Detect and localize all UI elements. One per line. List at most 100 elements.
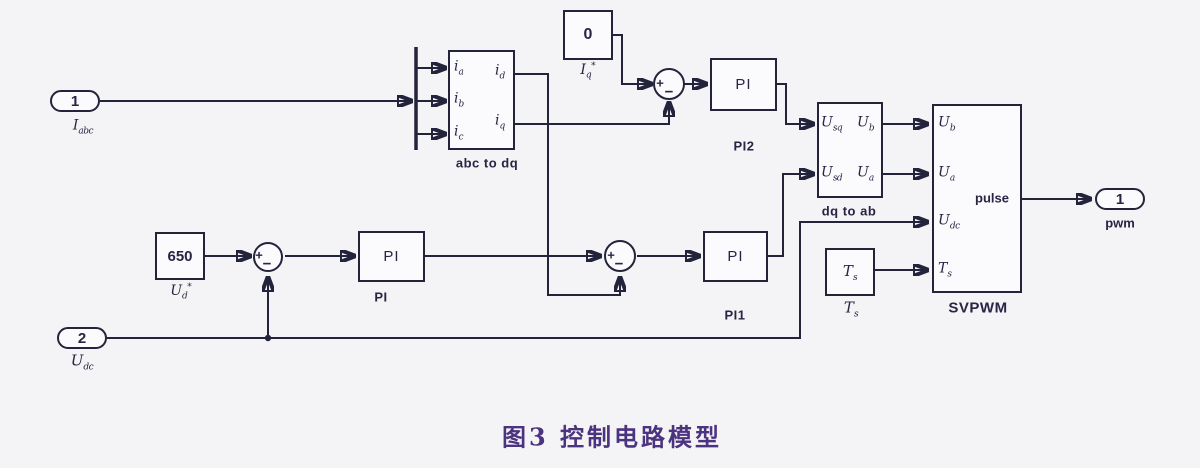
- label-base: T: [938, 260, 948, 277]
- wire-udc-to-svpwm[interactable]: [107, 222, 928, 339]
- abc-to-dq-label: abc to dq: [455, 155, 519, 171]
- label-sub: q: [585, 70, 592, 81]
- label-sub: b: [458, 99, 464, 110]
- sum3-minus-sign: −: [614, 255, 624, 273]
- abc-to-dq-block[interactable]: [448, 50, 515, 150]
- label-sub: a: [868, 173, 874, 184]
- inport-iabc[interactable]: 1: [50, 90, 100, 112]
- label-sub: sq: [832, 123, 843, 134]
- svpwm-in-ub: Ub: [938, 114, 956, 134]
- constant-ud-ref-value: 650: [167, 247, 193, 265]
- pi-text: PI: [383, 248, 400, 265]
- label-sup: *: [187, 282, 192, 293]
- wire-pi1-to-usd[interactable]: [768, 174, 814, 257]
- pi1-label: PI1: [724, 307, 746, 323]
- label-base: I: [72, 117, 79, 134]
- constant-ts-block[interactable]: Ts: [825, 248, 875, 296]
- label-sub: q: [499, 121, 505, 132]
- label-sub: a: [949, 173, 955, 184]
- label-base: U: [170, 282, 183, 299]
- sum-junction-id[interactable]: [604, 240, 636, 272]
- sum-junction-iq[interactable]: [653, 68, 685, 100]
- label-base: U: [70, 351, 84, 370]
- constant-iq-ref-block[interactable]: 0: [563, 10, 613, 60]
- label-base: i: [495, 62, 500, 79]
- wire-pi2-to-usq[interactable]: [777, 83, 814, 124]
- dq-to-ab-block[interactable]: [817, 102, 883, 198]
- svpwm-label: SVPWM: [948, 299, 1008, 317]
- abc2dq-in-ia: ia: [454, 58, 464, 78]
- constant-ts-label: Ts: [844, 299, 859, 320]
- label-base: i: [495, 112, 500, 129]
- svpwm-in-ts: Ts: [938, 260, 952, 280]
- wire-junction-dot: [264, 334, 272, 342]
- inport-udc-number: 2: [77, 329, 87, 347]
- sum1-minus-sign: −: [664, 83, 674, 101]
- figure-caption: 图3 控制电路模型: [501, 422, 723, 452]
- svpwm-out-pulse: pulse: [975, 190, 1009, 206]
- pi2-text: PI: [735, 76, 752, 93]
- pi2-block[interactable]: PI: [710, 58, 777, 111]
- abc2dq-in-ib: ib: [454, 91, 464, 110]
- label-base: i: [454, 58, 459, 75]
- label-sup: *: [591, 61, 596, 72]
- label-sub: sd: [832, 173, 843, 184]
- svpwm-in-udc: Udc: [938, 213, 960, 232]
- wire-iqref-to-sum1[interactable]: [613, 34, 652, 84]
- label-sub: s: [947, 269, 952, 280]
- label-sub: d: [182, 291, 188, 302]
- outport-pwm-number: 1: [1115, 190, 1125, 208]
- constant-ud-ref-label: Ud*: [170, 282, 192, 301]
- dq2ab-in-usq: Usq: [821, 114, 843, 134]
- dq-to-ab-label: dq to ab: [821, 203, 877, 219]
- pi-block[interactable]: PI: [358, 231, 425, 282]
- constant-iq-ref-value: 0: [583, 26, 593, 43]
- pi-label: PI: [374, 289, 388, 305]
- sum2-plus-sign: +: [255, 247, 263, 263]
- label-sub: abc: [78, 126, 94, 137]
- dq2ab-in-usd: Usd: [821, 165, 843, 184]
- label-sub: a: [458, 67, 464, 78]
- label-base: U: [938, 164, 950, 181]
- dq2ab-out-ua: Ua: [857, 165, 874, 184]
- constant-ud-ref-block[interactable]: 650: [155, 232, 205, 280]
- wire-id-feedback[interactable]: [515, 73, 620, 296]
- dq2ab-out-ub: Ub: [857, 114, 875, 134]
- sum-junction-udc[interactable]: [253, 242, 283, 272]
- pi2-label: PI2: [733, 138, 755, 154]
- label-base: U: [938, 114, 950, 131]
- label-base: U: [857, 114, 869, 131]
- abc2dq-in-ic: ic: [454, 124, 463, 143]
- svpwm-in-ua: Ua: [938, 165, 955, 184]
- label-sub: dc: [949, 221, 960, 232]
- label-base: T: [842, 261, 853, 280]
- constant-iq-ref-label: Iq*: [580, 61, 595, 80]
- label-sub: s: [853, 309, 859, 320]
- label-sub: dc: [83, 362, 94, 373]
- abc2dq-out-id: id: [495, 63, 505, 82]
- label-base: i: [454, 123, 459, 140]
- inport-udc-label: Udc: [70, 351, 94, 373]
- label-sub: c: [458, 132, 464, 143]
- pi1-text: PI: [727, 248, 744, 265]
- inport-iabc-label: Iabc: [72, 117, 94, 137]
- wire-iq-feedback[interactable]: [515, 102, 669, 125]
- abc2dq-out-iq: iq: [495, 113, 505, 132]
- sum1-plus-sign: +: [656, 75, 664, 91]
- constant-ts-value: Ts: [842, 261, 858, 283]
- sum3-plus-sign: +: [607, 247, 615, 263]
- svpwm-block[interactable]: [932, 104, 1022, 293]
- label-base: i: [454, 90, 459, 107]
- label-sub: b: [949, 123, 956, 134]
- label-base: I: [580, 61, 586, 78]
- pi1-block[interactable]: PI: [703, 231, 768, 282]
- label-sub: b: [868, 123, 875, 134]
- label-base: U: [938, 212, 950, 229]
- outport-pwm-label: pwm: [1105, 215, 1135, 231]
- sum2-minus-sign: −: [262, 255, 272, 273]
- outport-pwm[interactable]: 1: [1095, 188, 1145, 210]
- label-base: U: [821, 114, 833, 131]
- inport-udc[interactable]: 2: [57, 327, 107, 349]
